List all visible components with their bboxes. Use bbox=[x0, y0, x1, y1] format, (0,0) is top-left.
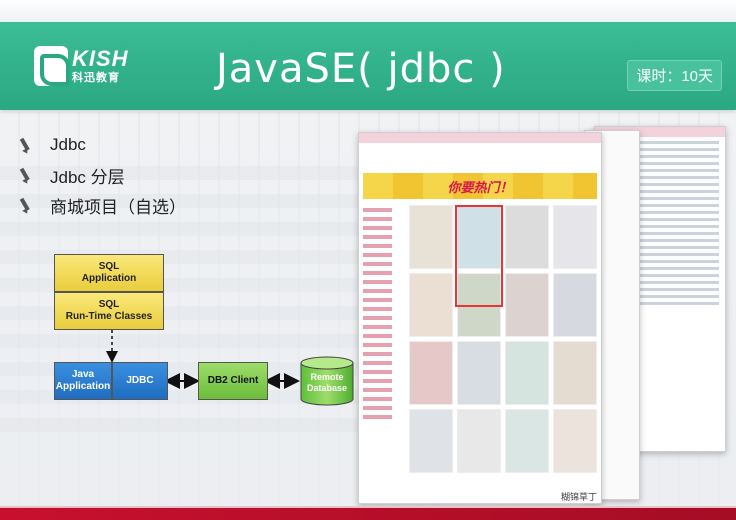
product-tile bbox=[505, 205, 549, 269]
selected-product-highlight bbox=[455, 205, 503, 307]
sql-runtime-classes-box: SQL Run-Time Classes bbox=[54, 292, 164, 330]
product-tile bbox=[457, 409, 501, 473]
slide-header: KISH 科迅教育 JavaSE( jdbc ) 课时：10天 bbox=[0, 22, 736, 110]
bullet-text: Jdbc bbox=[50, 135, 86, 154]
pencil-icon bbox=[22, 137, 34, 153]
bullet-text: Jdbc 分层 bbox=[50, 167, 125, 187]
sql-application-box: SQL Application bbox=[54, 254, 164, 292]
db2-client-box: DB2 Client bbox=[198, 362, 268, 400]
bottom-accent-bar bbox=[0, 506, 736, 520]
product-tile bbox=[409, 341, 453, 405]
logo-text-cn: 科迅教育 bbox=[72, 72, 120, 84]
remote-database-label: Remote Database bbox=[306, 372, 348, 393]
product-tile bbox=[553, 273, 597, 337]
hot-banner: 你要热门！ bbox=[363, 173, 597, 199]
brand-logo: KISH 科迅教育 bbox=[34, 40, 142, 92]
product-tile bbox=[409, 409, 453, 473]
bullet-item-mall-project: 商城项目（自选） bbox=[22, 190, 186, 220]
product-tile bbox=[505, 341, 549, 405]
product-tile bbox=[505, 273, 549, 337]
product-tile bbox=[409, 205, 453, 269]
top-strip bbox=[0, 0, 736, 22]
jdbc-box: JDBC bbox=[112, 362, 168, 400]
pencil-icon bbox=[22, 197, 34, 213]
bullet-text: 商城项目（自选） bbox=[50, 197, 186, 217]
remote-database-cylinder: Remote Database bbox=[300, 356, 354, 406]
bullet-list: Jdbc Jdbc 分层 商城项目（自选） bbox=[22, 130, 186, 220]
bullet-item-jdbc-layers: Jdbc 分层 bbox=[22, 160, 186, 190]
logo-text-en: KISH bbox=[72, 46, 129, 71]
mall-screenshot-collage: 你要热门！ 糊锦草丁 bbox=[358, 126, 726, 506]
product-tile bbox=[553, 205, 597, 269]
pencil-icon bbox=[22, 167, 34, 183]
product-tile bbox=[409, 273, 453, 337]
product-grid bbox=[359, 199, 601, 477]
product-tile bbox=[457, 205, 501, 269]
bullet-item-jdbc: Jdbc bbox=[22, 130, 186, 160]
logo-mark-icon bbox=[34, 46, 70, 86]
database-icon bbox=[300, 356, 354, 406]
collage-watermark: 糊锦草丁 bbox=[559, 489, 600, 503]
java-application-box: Java Application bbox=[54, 362, 112, 400]
screenshot-front: 你要热门！ 糊锦草丁 bbox=[358, 132, 602, 504]
product-tile bbox=[553, 341, 597, 405]
product-tile bbox=[553, 409, 597, 473]
slide-title: JavaSE( jdbc ) bbox=[216, 46, 506, 92]
course-hours-badge: 课时：10天 bbox=[627, 60, 722, 91]
product-tile bbox=[505, 409, 549, 473]
category-sidebar bbox=[363, 203, 405, 493]
product-tile bbox=[457, 341, 501, 405]
